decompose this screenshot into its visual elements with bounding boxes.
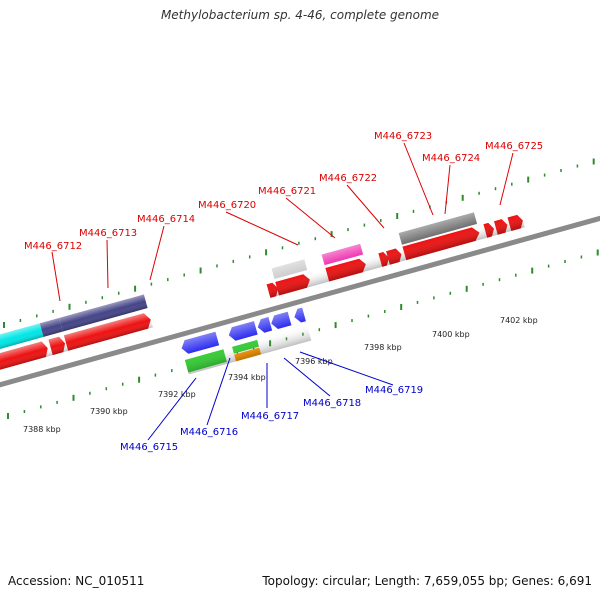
accession-text: Accession: NC_010511 xyxy=(8,574,145,588)
upper-tick-track xyxy=(3,158,595,328)
bottom-shine xyxy=(179,307,312,375)
gene-label[interactable]: M446_6723 xyxy=(374,131,432,142)
scale-labels: 7388 kbp 7390 kbp 7392 kbp 7394 kbp 7396… xyxy=(23,316,538,434)
bottom-strand-genes xyxy=(179,307,312,375)
scale-label: 7396 kbp xyxy=(295,357,333,366)
top-strand-genes xyxy=(0,200,525,372)
gene-label[interactable]: M446_6714 xyxy=(137,214,195,225)
gene-label[interactable]: M446_6721 xyxy=(258,186,316,197)
gene-label[interactable]: M446_6725 xyxy=(485,141,543,152)
gene-label[interactable]: M446_6715 xyxy=(120,442,178,453)
gene-label[interactable]: M446_6712 xyxy=(24,241,82,252)
scale-label: 7392 kbp xyxy=(158,390,196,399)
gene-label[interactable]: M446_6719 xyxy=(365,385,423,396)
scale-label: 7394 kbp xyxy=(228,373,266,382)
top-gene-labels xyxy=(51,142,514,302)
scale-label: 7402 kbp xyxy=(500,316,538,325)
cds-shine-2 xyxy=(262,200,525,298)
scale-label: 7388 kbp xyxy=(23,425,61,434)
gene-label[interactable]: M446_6724 xyxy=(422,153,480,164)
gene-label[interactable]: M446_6717 xyxy=(241,411,299,422)
bottom-gene-labels xyxy=(147,351,394,441)
gene-label[interactable]: M446_6716 xyxy=(180,427,238,438)
scale-label: 7390 kbp xyxy=(90,407,128,416)
scale-label: 7398 kbp xyxy=(364,343,402,352)
gene-label[interactable]: M446_6722 xyxy=(319,173,377,184)
gene-bar-shine xyxy=(0,294,148,352)
gene-label[interactable]: M446_6720 xyxy=(198,200,256,211)
genome-backbone xyxy=(0,202,600,401)
map-title: Methylobacterium sp. 4-46, complete geno… xyxy=(160,8,440,22)
gene-label[interactable]: M446_6718 xyxy=(303,398,361,409)
genome-summary-text: Topology: circular; Length: 7,659,055 bp… xyxy=(262,574,592,588)
gene-label[interactable]: M446_6713 xyxy=(79,228,137,239)
cds-shine xyxy=(0,311,153,372)
scale-label: 7400 kbp xyxy=(432,330,470,339)
